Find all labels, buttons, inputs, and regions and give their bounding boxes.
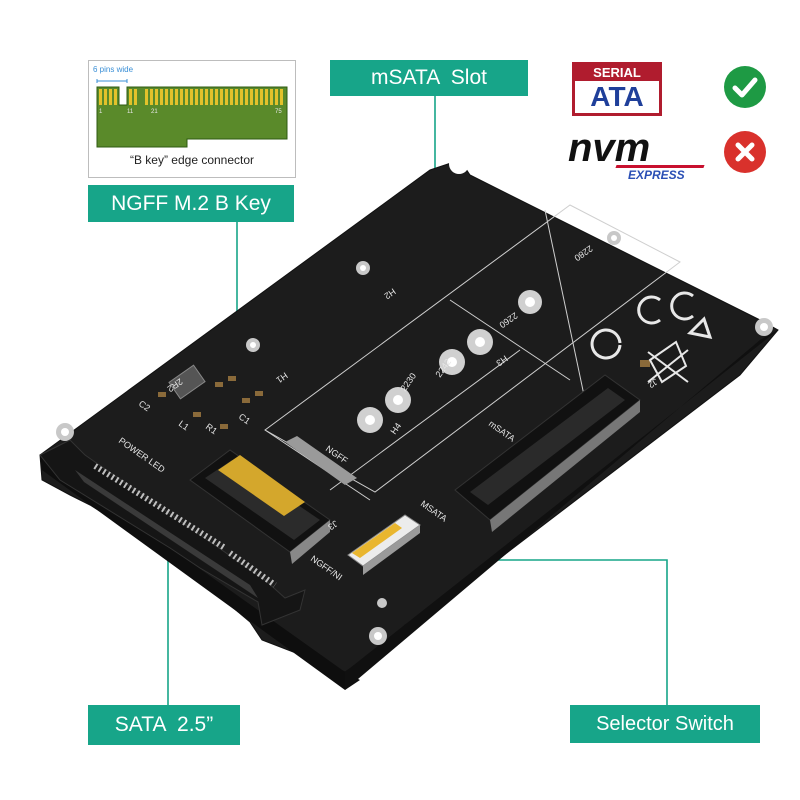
label-j2: J2 (646, 376, 660, 390)
callout-msata-slot: mSATA Slot (330, 60, 528, 96)
nvm-express-logo: nvm EXPRESS (566, 128, 706, 184)
key-diagram-caption: “B key” edge connector (129, 153, 255, 167)
cross-icon (724, 131, 766, 173)
callout-ngff-m2-b-key: NGFF M.2 B Key (88, 185, 294, 222)
ngff-connector (189, 449, 331, 564)
smd-components (158, 360, 650, 429)
b-key-diagram: 6 pins wide 1 11 21 75 “B key” edge conn… (88, 60, 296, 178)
serial-ata-logo: SERIAL ATA (572, 62, 662, 116)
callout-selector-switch: Selector Switch (570, 705, 760, 743)
pin-number-11: 11 (127, 109, 134, 115)
cert-marks (590, 291, 713, 360)
weee-icon (647, 340, 689, 384)
pins-wide-label: 6 pins wide (93, 65, 134, 74)
nvm-logo-subtext: EXPRESS (628, 168, 685, 182)
msata-connector (454, 374, 641, 532)
label-l1: L1 (177, 418, 191, 432)
standoff-holes (357, 290, 542, 433)
pin-number-1: 1 (99, 109, 103, 115)
edge-connector-drawing (96, 79, 288, 148)
serial-ata-logo-top: SERIAL (575, 65, 659, 81)
ngff-pads (285, 436, 357, 485)
mounting-holes (56, 154, 773, 645)
pin-number-75: 75 (275, 109, 282, 115)
check-icon (724, 66, 766, 108)
selector-switch (347, 514, 421, 575)
cross-glyph (735, 142, 755, 162)
pin-number-21: 21 (151, 109, 158, 115)
sata-connector (39, 439, 306, 626)
nvm-logo-text: nvm (568, 126, 651, 170)
callout-sata: SATA 2.5” (88, 705, 240, 745)
label-j3: J3 (326, 518, 340, 532)
check-glyph (732, 77, 758, 98)
serial-ata-logo-bottom: ATA (590, 81, 644, 112)
